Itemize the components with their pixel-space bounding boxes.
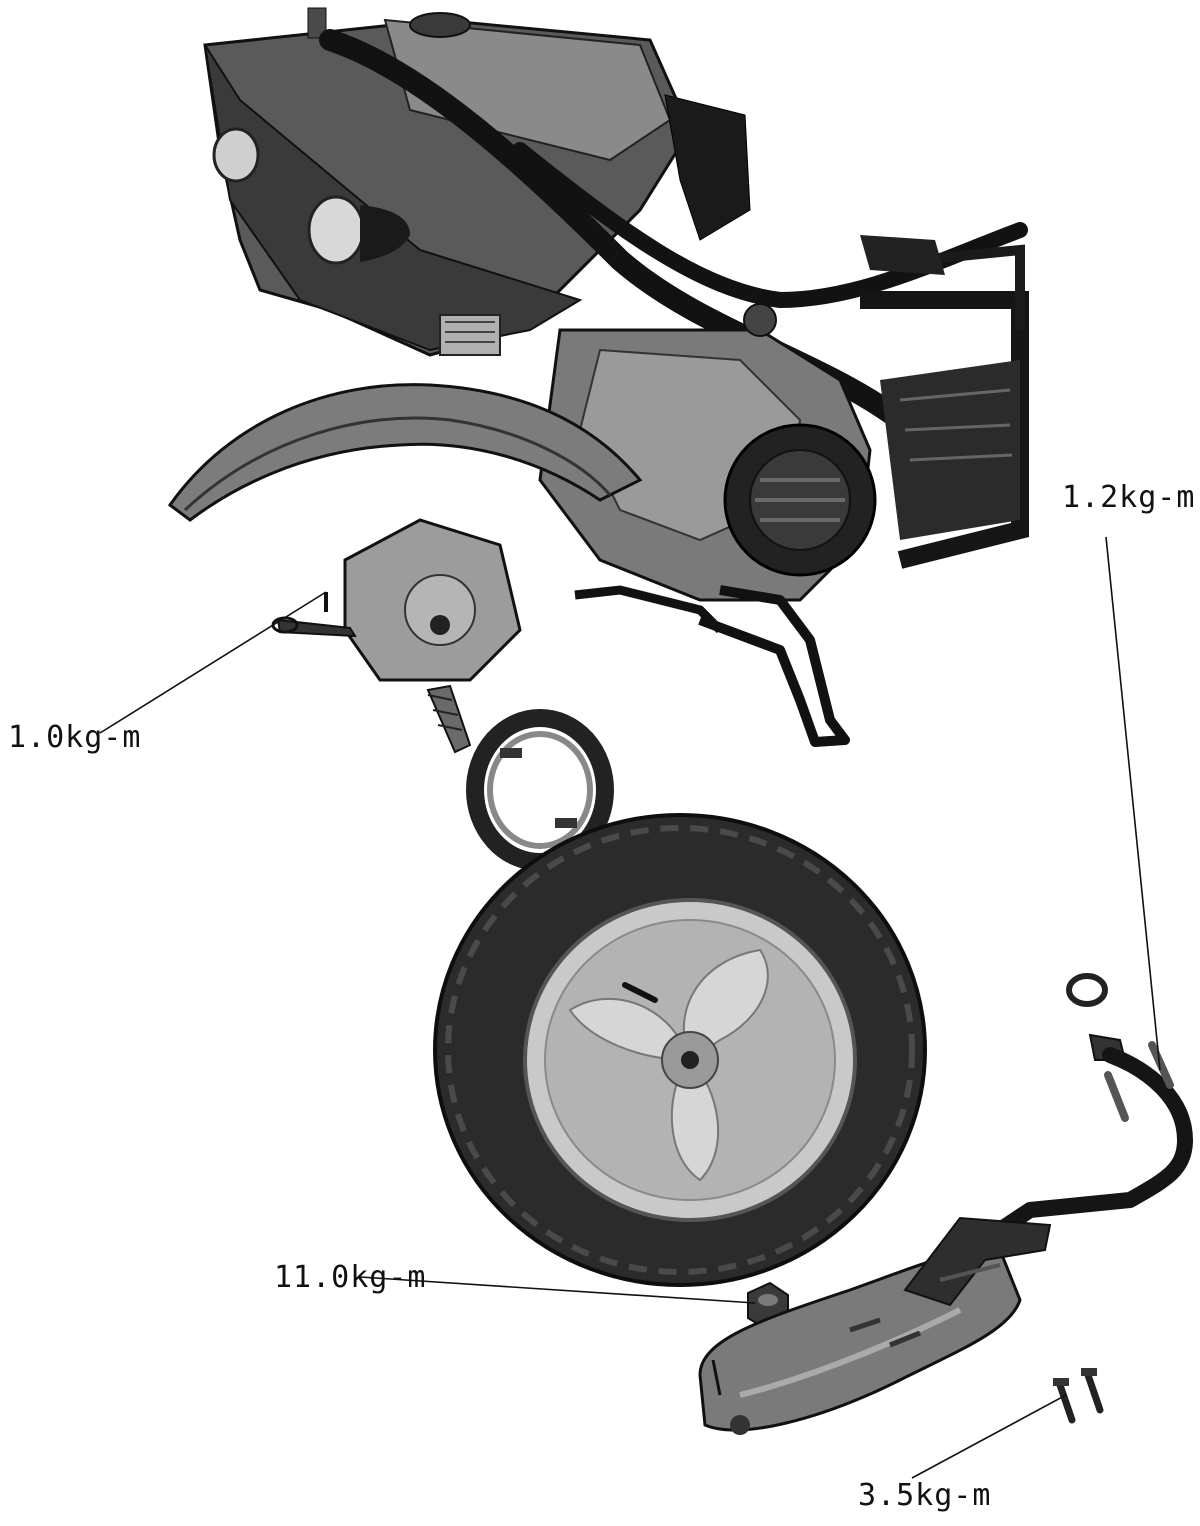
brake-cam-shaft-icon [428,686,470,752]
torque-label-rear-axle-nut: 11.0kg-m [274,1260,427,1295]
gear-case-icon [345,520,520,680]
leader-line-brake-arm-bolt [100,592,326,733]
rear-wheel-icon [435,815,925,1285]
leader-line-muffler-joint-nut [1106,537,1160,1070]
torque-label-brake-arm-bolt: 1.0kg-m [8,720,141,755]
muffler-bolt-icon [1053,1368,1100,1420]
torque-label-muffler-joint-nut: 1.2kg-m [1062,480,1195,515]
torque-label-muffler-mount-bolt: 3.5kg-m [858,1478,991,1513]
leader-line-muffler-mount-bolt [912,1395,1066,1478]
exhaust-gasket-icon [1069,976,1105,1004]
exhaust-pipe-icon [1000,1035,1185,1230]
